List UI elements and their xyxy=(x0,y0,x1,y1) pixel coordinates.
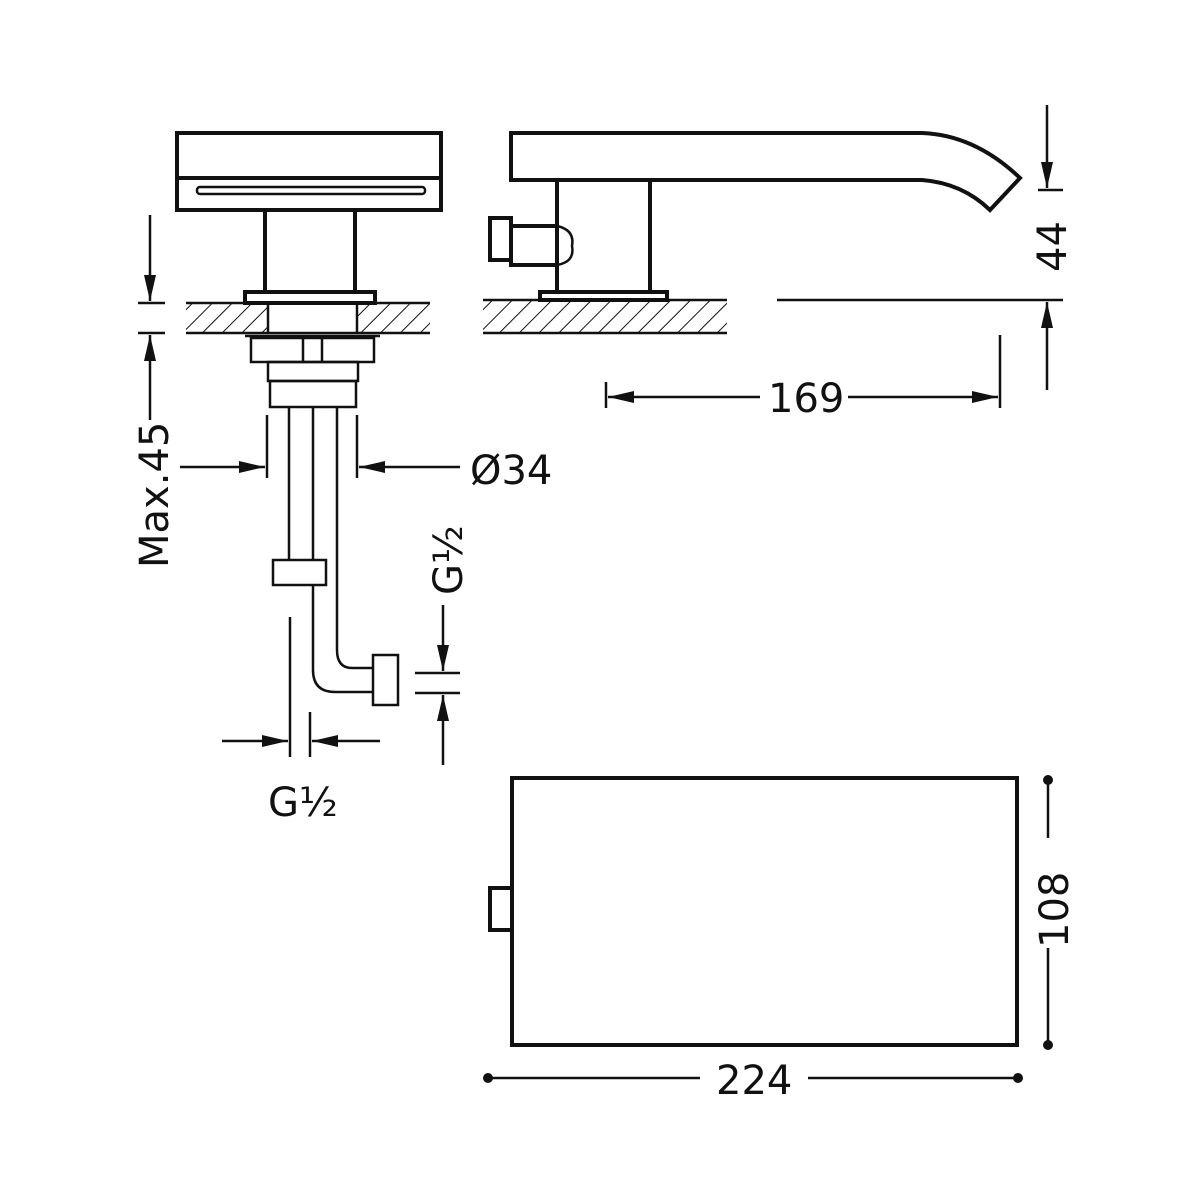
dim-width-label: 224 xyxy=(716,1058,792,1104)
faucet-body xyxy=(555,180,652,292)
dim-max-height-label: Max.45 xyxy=(132,422,178,568)
top-outline xyxy=(510,776,1019,1047)
fixing-nut xyxy=(245,334,380,409)
dim-inlet-horizontal: G½ xyxy=(222,617,380,826)
dim-spout-height-label: 44 xyxy=(1030,221,1076,272)
countertop-section xyxy=(186,301,430,335)
spout xyxy=(509,131,1023,213)
side-countertop-section xyxy=(483,298,727,335)
dim-reach: 169 xyxy=(604,335,1002,422)
lever-handle xyxy=(488,216,559,267)
dim-width: 224 xyxy=(483,1058,1023,1104)
top-view: 108 224 xyxy=(483,775,1078,1104)
dim-reach-label: 169 xyxy=(768,376,844,422)
dim-diameter: Ø34 xyxy=(180,415,552,494)
top-lever-handle xyxy=(488,886,514,932)
faucet-stem xyxy=(263,208,357,294)
side-view: 44 169 xyxy=(483,105,1076,422)
dim-inlet-vertical-label: G½ xyxy=(426,525,472,595)
dim-depth: 108 xyxy=(1032,775,1078,1050)
dim-depth-label: 108 xyxy=(1032,872,1078,948)
dim-inlet-vertical: G½ xyxy=(415,525,472,765)
supply-hoses xyxy=(271,407,400,707)
base-plate xyxy=(243,290,377,305)
faucet-head xyxy=(175,131,443,212)
dim-inlet-horizontal-label: G½ xyxy=(268,780,338,826)
dim-diameter-label: Ø34 xyxy=(470,448,552,494)
front-view: Ø34 Max.45 G½ G½ xyxy=(132,131,552,826)
dim-max-height: Max.45 xyxy=(132,215,178,568)
dim-spout-height: 44 xyxy=(1030,105,1076,390)
